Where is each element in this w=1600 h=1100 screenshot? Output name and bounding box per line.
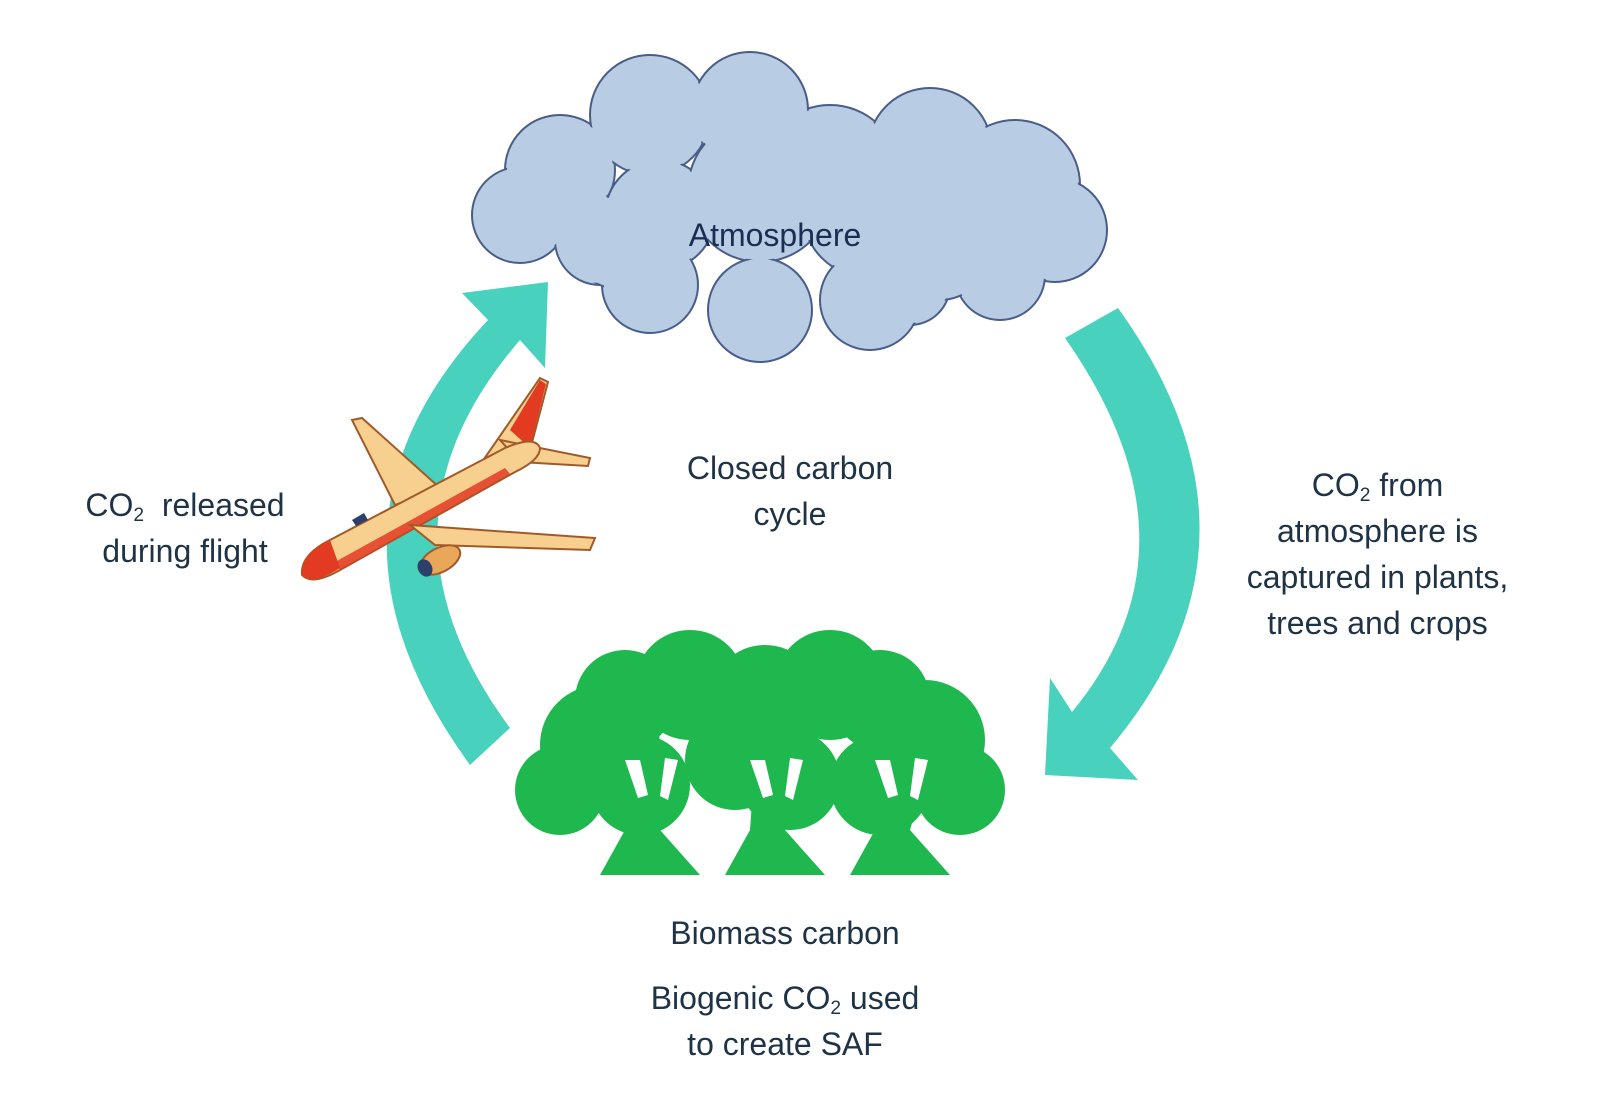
capture-edge-line4: trees and crops bbox=[1267, 605, 1488, 641]
center-label: Closed carbon cycle bbox=[655, 445, 925, 537]
biogenic-note-line2: to create SAF bbox=[687, 1026, 883, 1062]
capture-edge-line1: CO2 from bbox=[1311, 467, 1444, 506]
cloud-icon bbox=[471, 51, 1108, 363]
airplane-icon bbox=[300, 376, 597, 581]
capture-edge-line3: captured in plants, bbox=[1246, 559, 1509, 595]
capture-edge-label: CO2 from atmosphere is captured in plant… bbox=[1215, 462, 1540, 646]
atmosphere-label: Atmosphere bbox=[650, 212, 900, 258]
biogenic-note: Biogenic CO2 used to create SAF bbox=[610, 975, 960, 1067]
flight-edge-label: CO2 released during flight bbox=[40, 482, 330, 574]
arrow-flight-to-atmosphere bbox=[386, 282, 548, 765]
center-label-line2: cycle bbox=[753, 496, 827, 532]
center-label-line1: Closed carbon bbox=[686, 450, 894, 486]
atmosphere-label-text: Atmosphere bbox=[688, 217, 862, 253]
flight-edge-line1: CO2 released bbox=[85, 487, 285, 526]
capture-edge-line2: atmosphere is bbox=[1277, 513, 1478, 549]
flight-edge-line2: during flight bbox=[102, 533, 268, 569]
trees-icon bbox=[515, 630, 1005, 875]
biogenic-note-line1: Biogenic CO2 used bbox=[650, 980, 920, 1019]
biomass-label-text: Biomass carbon bbox=[670, 915, 900, 951]
arrow-atmosphere-to-biomass bbox=[1045, 308, 1200, 780]
biomass-label: Biomass carbon bbox=[620, 910, 950, 956]
